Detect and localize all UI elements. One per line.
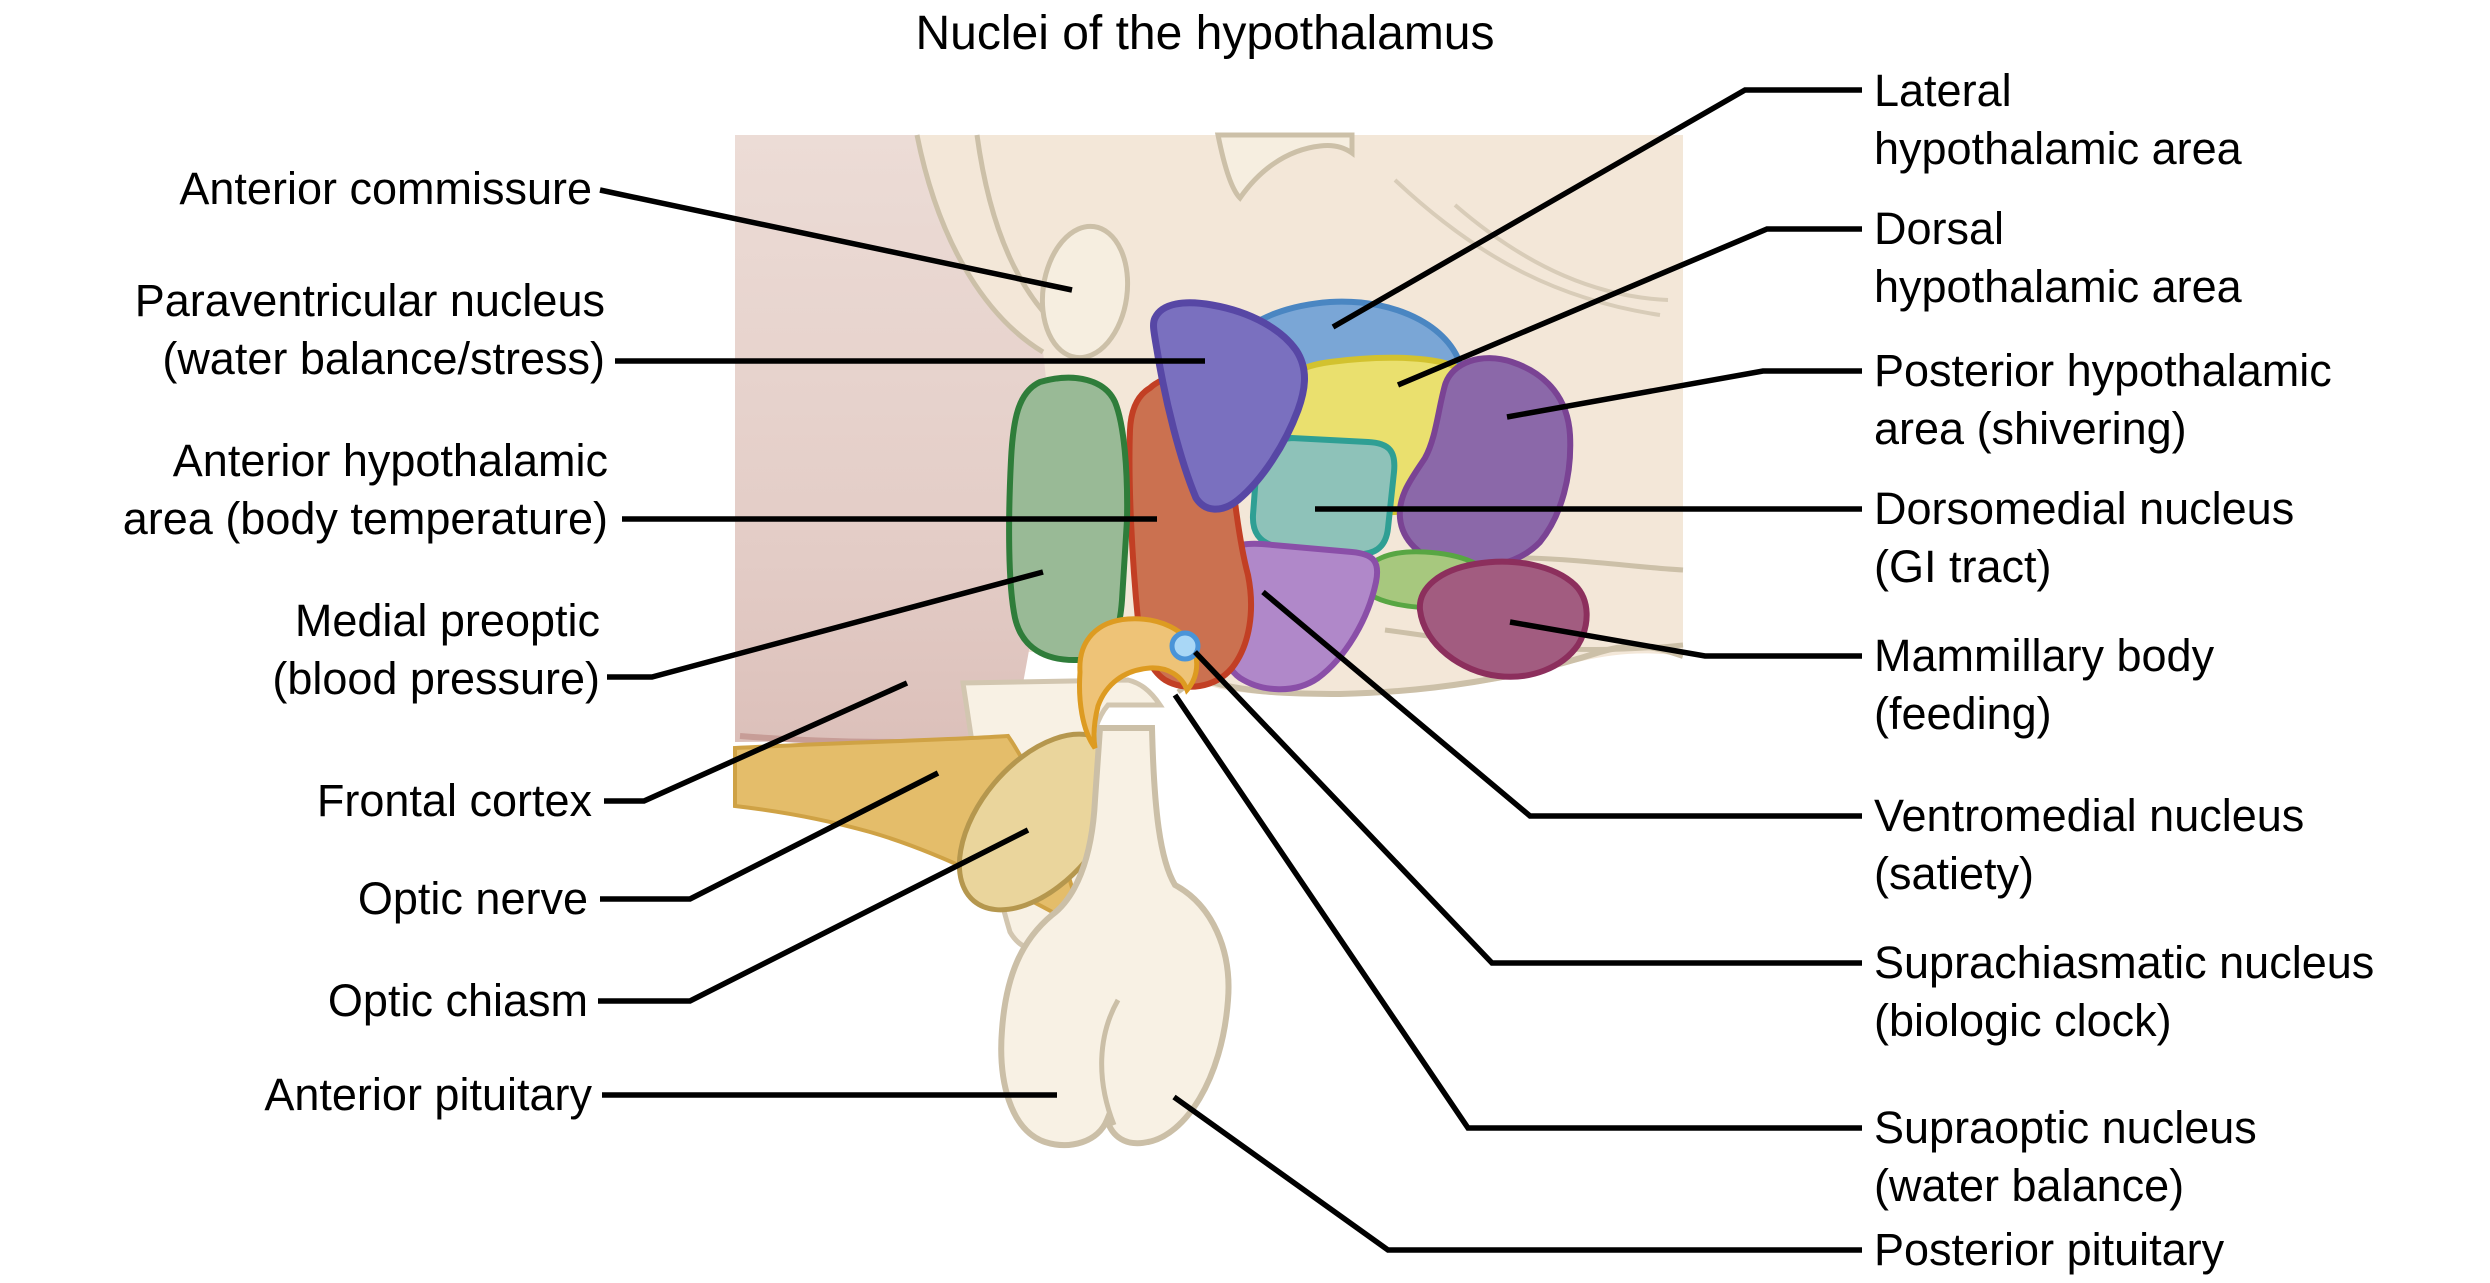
leader-dorsal-hypothalamic-area [1396, 226, 1862, 388]
ventricle-notch [1214, 132, 1355, 202]
label-posterior-pituitary: Posterior pituitary [1874, 1224, 2225, 1275]
shape-paraventricular-nucleus [1150, 299, 1308, 513]
label-lateral-hypothalamic-area: Lateral hypothalamic area [1874, 65, 2242, 174]
label-supraoptic-nucleus: Supraoptic nucleus (water balance) [1874, 1102, 2257, 1211]
label-frontal-cortex: Frontal cortex [316, 775, 592, 826]
leader-optic-nerve [600, 770, 940, 902]
label-ventromedial-nucleus: Ventromedial nucleus (satiety) [1874, 790, 2305, 899]
label-anterior-commissure: Anterior commissure [179, 163, 592, 214]
sulcus-arc-2 [1453, 203, 1669, 302]
leader-ventromedial-nucleus [1261, 589, 1862, 819]
shape-mammillary-body [1416, 558, 1590, 680]
label-optic-chiasm: Optic chiasm [327, 975, 588, 1026]
label-paraventricular-nucleus: Paraventricular nucleus (water balance/s… [134, 275, 605, 384]
leader-medial-preoptic [607, 569, 1044, 680]
fornix-band-left [914, 134, 1045, 355]
shape-pituitary-gland [998, 725, 1232, 1148]
leader-anterior-commissure [599, 187, 1073, 293]
leader-supraoptic-nucleus [1172, 693, 1862, 1131]
label-dorsal-hypothalamic-area: Dorsal hypothalamic area [1874, 203, 2242, 312]
shape-supraoptic-nucleus [1077, 616, 1200, 750]
leader-mammillary-body [1509, 619, 1862, 659]
sulcus-arc-1 [1393, 178, 1661, 317]
label-optic-nerve: Optic nerve [357, 873, 588, 924]
label-medial-preoptic: Medial preoptic (blood pressure) [272, 595, 600, 704]
pituitary-lobe-cleft [1099, 998, 1121, 1126]
label-mammillary-body: Mammillary body (feeding) [1874, 630, 2215, 739]
label-dorsomedial-nucleus: Dorsomedial nucleus (GI tract) [1874, 483, 2295, 592]
label-anterior-pituitary: Anterior pituitary [264, 1069, 592, 1120]
leader-optic-chiasm [598, 827, 1030, 1004]
leader-posterior-hypothalamic-area [1506, 368, 1862, 420]
label-anterior-hypothalamic-area: Anterior hypothalamic area (body tempera… [122, 435, 608, 544]
leader-frontal-cortex [604, 680, 909, 804]
leader-suprachiasmatic-nucleus [1193, 650, 1862, 966]
shape-suprachiasmatic-nucleus [1169, 630, 1201, 662]
figure-title: Nuclei of the hypothalamus [915, 7, 1495, 60]
label-posterior-hypothalamic-area: Posterior hypothalamic area (shivering) [1874, 345, 2332, 454]
label-suprachiasmatic-nucleus: Suprachiasmatic nucleus (biologic clock) [1874, 937, 2375, 1046]
leader-posterior-pituitary [1172, 1094, 1862, 1253]
leader-lateral-hypothalamic-area [1331, 87, 1862, 330]
